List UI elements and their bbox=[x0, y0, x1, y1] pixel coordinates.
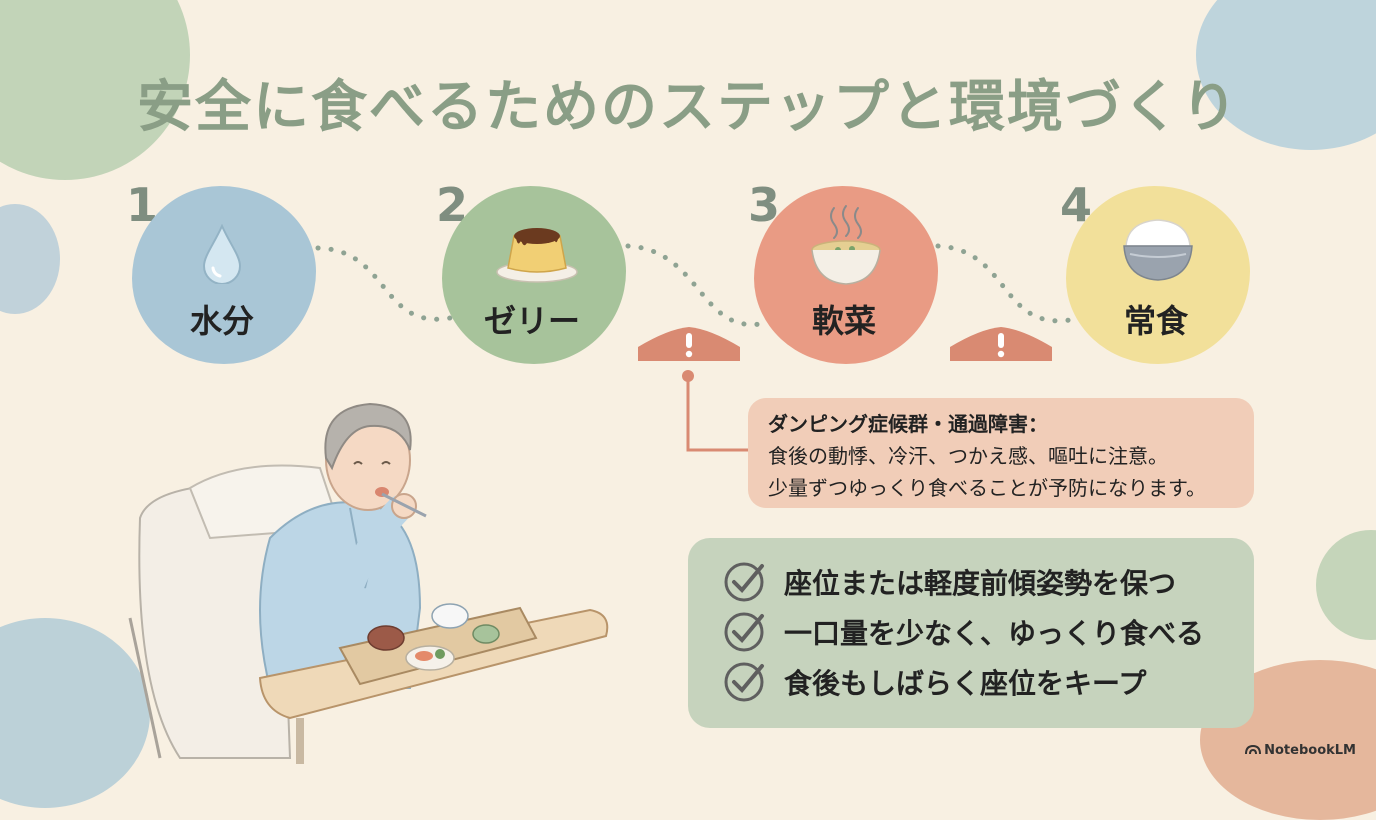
water-drop-icon bbox=[202, 224, 242, 284]
step-1-label: 水分 bbox=[189, 302, 254, 340]
checkmark-icon bbox=[724, 662, 764, 702]
checklist-item-text: 一口量を少なく、ゆっくり食べる bbox=[784, 617, 1205, 650]
checklist-item-text: 座位または軽度前傾姿勢を保つ bbox=[784, 567, 1177, 600]
soup-bowl-icon bbox=[811, 205, 881, 285]
checklist-panel: 座位または軽度前傾姿勢を保つ 一口量を少なく、ゆっくり食べる 食後もしばらく座位… bbox=[688, 538, 1254, 728]
pudding-icon bbox=[496, 228, 578, 283]
checkmark-icon bbox=[724, 612, 764, 652]
brand-mark: NotebookLM bbox=[1245, 743, 1356, 758]
warning-note: ダンピング症候群・通過障害： 食後の動悸、冷汗、つかえ感、嘔吐に注意。 少量ずつ… bbox=[748, 398, 1254, 508]
rice-bowl-icon bbox=[1123, 219, 1193, 281]
exclamation-icon bbox=[685, 333, 693, 358]
note-callout-line bbox=[682, 370, 750, 452]
brand-name: NotebookLM bbox=[1264, 743, 1356, 758]
step-2-label: ゼリー bbox=[483, 302, 580, 340]
checkmark-icon bbox=[724, 562, 764, 602]
patient-eating-in-bed-illustration bbox=[128, 402, 609, 764]
warning-marker-2-3 bbox=[638, 327, 740, 361]
warning-note-line: 食後の動悸、冷汗、つかえ感、嘔吐に注意。 bbox=[768, 444, 1168, 468]
exclamation-icon bbox=[997, 333, 1005, 358]
warning-note-line: 少量ずつゆっくり食べることが予防になります。 bbox=[768, 476, 1206, 500]
step-connectors bbox=[315, 243, 1073, 327]
connector-2-3 bbox=[625, 243, 763, 327]
warning-marker-3-4 bbox=[950, 327, 1052, 361]
step-4-label: 常食 bbox=[1123, 302, 1188, 340]
warning-note-heading: ダンピング症候群・通過障害： bbox=[768, 412, 1048, 436]
page-title: 安全に食べるためのステップと環境づくり bbox=[137, 75, 1239, 140]
step-3-label: 軟菜 bbox=[811, 302, 876, 340]
checklist-item-text: 食後もしばらく座位をキープ bbox=[784, 667, 1147, 700]
notebooklm-logo-icon bbox=[1245, 744, 1262, 755]
connector-1-2 bbox=[315, 245, 453, 322]
